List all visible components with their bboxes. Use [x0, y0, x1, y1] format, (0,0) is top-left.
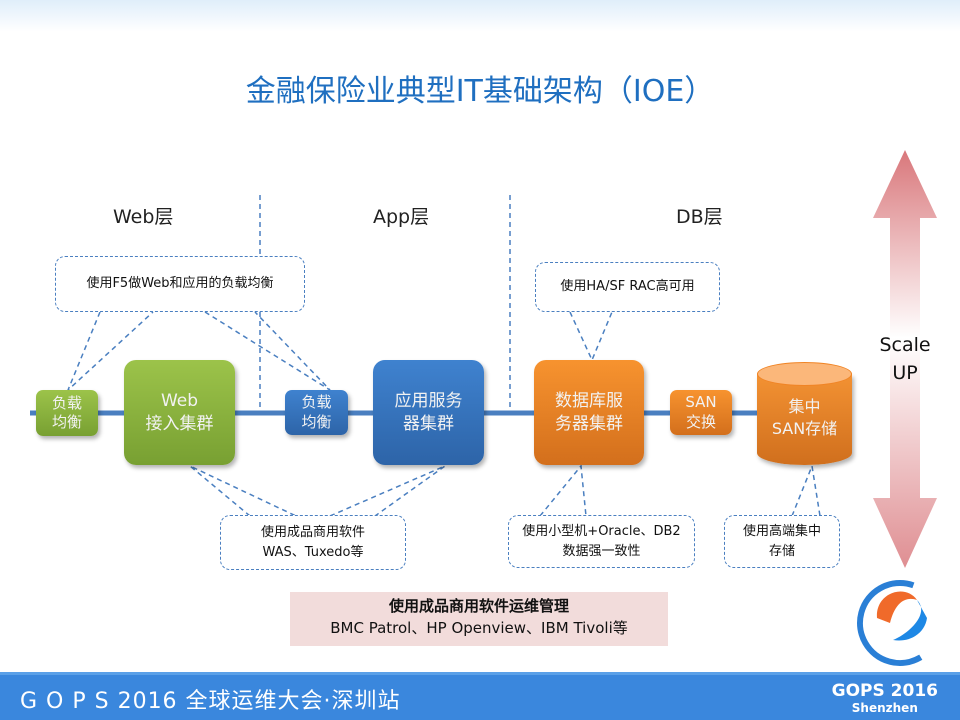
layer-db-label: DB层: [676, 206, 723, 228]
callout-pointer: [189, 465, 297, 517]
brand-city: Shenzhen: [851, 701, 918, 715]
callout-pointer: [329, 465, 446, 517]
gops-logo-icon: [856, 580, 943, 666]
layer-app-label: App层: [373, 206, 430, 228]
san-switch: SAN 交换: [670, 390, 732, 435]
load-balancer-app: 负载 均衡: [285, 390, 348, 435]
callout-oracle: 使用小型机+Oracle、DB2 数据强一致性: [508, 515, 695, 568]
footer-bar: G O P S 2016 全球运维大会·深圳站 GOPS 2016 Shenzh…: [0, 672, 960, 720]
callout-ha: 使用HA/SF RAC高可用: [535, 262, 720, 312]
callout-f5: 使用F5做Web和应用的负载均衡: [55, 256, 305, 312]
header-band: [0, 0, 960, 32]
brand-name: GOPS 2016: [831, 681, 938, 701]
san-storage-label: 集中 SAN存储: [771, 397, 838, 438]
ops-management-detail: BMC Patrol、HP Openview、IBM Tivoli等: [330, 618, 628, 637]
load-balancer-web: 负载 均衡: [36, 390, 98, 436]
ops-management-box: 使用成品商用软件运维管理 BMC Patrol、HP Openview、IBM …: [290, 592, 668, 646]
callout-pointer: [791, 463, 821, 517]
db-server-cluster: 数据库服 务器集群: [534, 360, 644, 465]
callout-pointer: [539, 464, 587, 517]
layer-web-label: Web层: [113, 206, 174, 228]
scale-label: Scale: [879, 334, 931, 356]
footer-brand: GOPS 2016 Shenzhen: [832, 681, 938, 715]
callout-storage: 使用高端集中 存储: [724, 515, 840, 568]
footer-text: G O P S 2016 全球运维大会·深圳站: [20, 689, 401, 714]
web-cluster: Web 接入集群: [124, 360, 235, 465]
callout-commercial: 使用成品商用软件 WAS、Tuxedo等: [220, 515, 406, 570]
slide-title: 金融保险业典型IT基础架构（IOE）: [245, 74, 715, 109]
scale-up-arrow-icon: [873, 150, 937, 568]
ops-management-title: 使用成品商用软件运维管理: [388, 597, 569, 615]
app-server-cluster: 应用服务 器集群: [373, 360, 484, 465]
san-storage-cylinder: 集中 SAN存储: [757, 362, 852, 465]
up-label: UP: [892, 362, 918, 384]
callout-pointer: [569, 311, 613, 362]
